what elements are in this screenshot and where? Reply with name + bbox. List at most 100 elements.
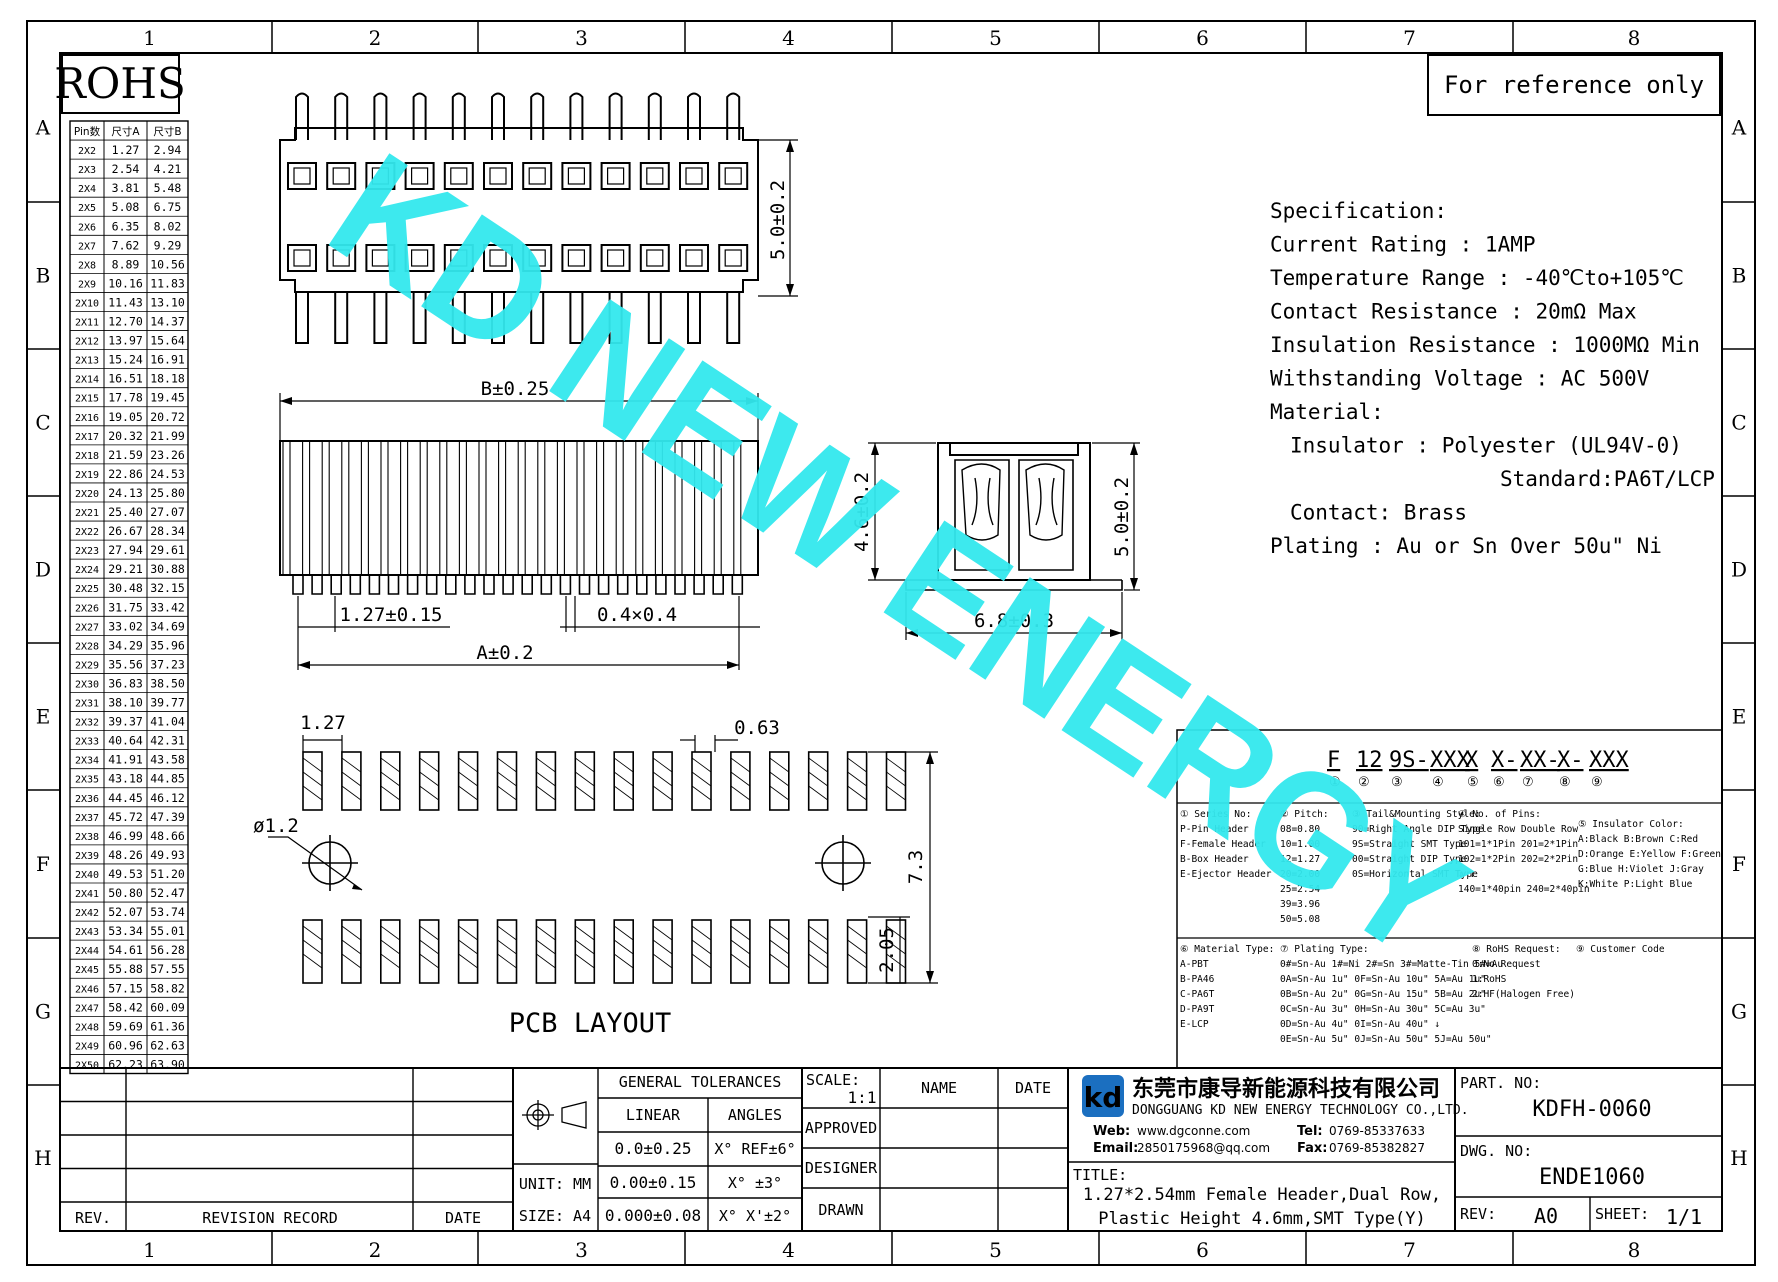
pin-table-cell: 58.82 <box>150 981 185 995</box>
top-cavity <box>679 244 709 272</box>
top-cavity <box>600 244 631 272</box>
pin-table-cell: 11.43 <box>108 295 143 309</box>
pcb-pad-bottom <box>613 919 635 984</box>
pin-table-cell: 37.23 <box>150 657 185 671</box>
pin-table-cell: 7.62 <box>112 238 140 252</box>
pcb-pad-hatch <box>341 757 362 801</box>
pin-table-cell: 6.35 <box>112 219 140 233</box>
column-label-top: 5 <box>989 26 1002 50</box>
spec-line: Insulation Resistance : 1000MΩ Min <box>1270 333 1700 357</box>
pin-table-cell: 55.88 <box>108 962 143 976</box>
pin-table-cell: 61.36 <box>150 1019 185 1033</box>
top-cavity-inner <box>606 249 625 267</box>
top-pin-down <box>373 292 388 344</box>
front-leg <box>540 575 553 595</box>
top-cavity <box>365 162 396 190</box>
pin-table-cell: 2X25 <box>75 584 99 595</box>
top-cavity <box>483 162 513 190</box>
row-label-right: H <box>1730 1146 1747 1170</box>
pin-table-cell: 44.85 <box>150 772 185 786</box>
spec-line: Contact Resistance : 20mΩ Max <box>1270 300 1637 324</box>
part-no-value: KDFH-0060 <box>1532 1097 1651 1122</box>
top-cavity-inner <box>567 167 586 185</box>
dim-b-length: B±0.25 <box>481 378 550 400</box>
pcb-pad-hatch <box>302 925 323 969</box>
row-label-right: A <box>1731 116 1747 140</box>
top-cavity <box>522 244 553 272</box>
code-spec-line: ① Series No: <box>1180 809 1251 820</box>
pcb-pad-hatch <box>419 925 439 969</box>
pin-table-cell: 55.01 <box>150 924 185 938</box>
column-label-bottom: 7 <box>1403 1238 1416 1262</box>
code-spec-line: 25=2.54 <box>1280 884 1320 895</box>
pin-table-cell: 35.96 <box>150 638 185 652</box>
sheet-value: 1/1 <box>1666 1205 1702 1229</box>
pin-table-cell: 62.63 <box>150 1038 185 1052</box>
pin-table-cell: 2X2 <box>78 146 96 157</box>
drawn-label: DRAWN <box>818 1201 863 1219</box>
web-value: www.dgconne.com <box>1137 1124 1250 1138</box>
pcb-pitch-label: 1.27 <box>300 712 346 734</box>
date-header: DATE <box>1015 1079 1051 1097</box>
front-leg <box>349 575 362 595</box>
pcb-pad-top <box>846 751 868 811</box>
pin-table-cell: 34.29 <box>108 638 143 652</box>
pin-table-cell: 2X40 <box>75 870 99 881</box>
pin-table-cell: 21.59 <box>108 448 143 462</box>
pin-table-cell: 4.21 <box>154 162 182 176</box>
pin-table-cell: 46.12 <box>150 791 185 805</box>
pin-table-cell: 43.58 <box>150 753 185 767</box>
reference-note-text: For reference only <box>1444 71 1704 99</box>
pcb-pad-bottom <box>730 919 751 984</box>
top-cavity-inner <box>685 167 703 185</box>
row-label-left: E <box>36 705 51 729</box>
pin-table-cell: 2X44 <box>75 946 99 957</box>
column-label-top: 6 <box>1196 26 1209 50</box>
column-label-bottom: 4 <box>782 1238 795 1262</box>
pin-table-cell: 2X27 <box>75 622 99 633</box>
pin-table-cell: 2X35 <box>75 775 99 786</box>
pin-table-cell: 58.42 <box>108 1000 143 1014</box>
code-spec-line: 20=2.00 <box>1280 869 1320 880</box>
top-cavity-inner <box>293 249 311 267</box>
pcb-pad-top <box>691 751 712 811</box>
column-label-top: 8 <box>1628 26 1641 50</box>
code-part-number: ⑨ <box>1591 775 1603 790</box>
pin-table-cell: 63.90 <box>150 1057 185 1071</box>
pin-table-cell: 15.24 <box>108 353 143 367</box>
pin-table-header: 尺寸A <box>111 125 140 138</box>
column-label-top: 4 <box>782 26 795 50</box>
code-spec-line: E-LCP <box>1180 1019 1209 1030</box>
code-spec-line: 90=Right Angle DIP Type <box>1352 824 1484 835</box>
code-spec-line: P-Pin Header <box>1180 824 1249 835</box>
pin-table-cell: 5.08 <box>112 200 140 214</box>
pin-table-cell: 2X10 <box>75 298 99 309</box>
pin-table-cell: 2X4 <box>78 184 96 195</box>
pcb-pad-top <box>302 751 323 811</box>
pcb-pad-bottom <box>846 919 868 984</box>
pcb-pad-bottom <box>341 919 362 984</box>
code-spec-line: 0#=Sn-Au 1#=Ni 2#=Sn 3#=Matte-Tin 5#=Au <box>1280 959 1503 970</box>
code-part-number: ⑦ <box>1522 775 1534 790</box>
web-label: Web: <box>1093 1124 1130 1139</box>
dwg-no-label: DWG. NO: <box>1460 1142 1532 1160</box>
pin-table-cell: 32.15 <box>150 581 185 595</box>
pin-table-cell: 2X21 <box>75 508 99 519</box>
code-spec-line: Single Row Double Row <box>1458 824 1578 835</box>
top-pin-up <box>647 92 662 140</box>
code-spec-line: ⑤ Insulator Color: <box>1578 819 1684 830</box>
title-label: TITLE: <box>1073 1166 1127 1184</box>
pin-table-cell: 5.48 <box>154 181 182 195</box>
front-leg <box>387 575 400 595</box>
code-part: X- <box>1557 748 1584 773</box>
front-leg <box>712 575 724 595</box>
company-name-cn: 东莞市康导新能源科技有限公司 <box>1132 1076 1440 1102</box>
pin-table-cell: 2X28 <box>75 641 99 652</box>
pin-table-cell: 46.99 <box>108 829 143 843</box>
pin-table-cell: 2X46 <box>75 984 99 995</box>
pcb-pad-top <box>885 751 907 811</box>
pin-table-cell: 2X37 <box>75 813 99 824</box>
pin-table-cell: 30.48 <box>108 581 143 595</box>
pin-table-cell: 10.56 <box>150 257 185 271</box>
